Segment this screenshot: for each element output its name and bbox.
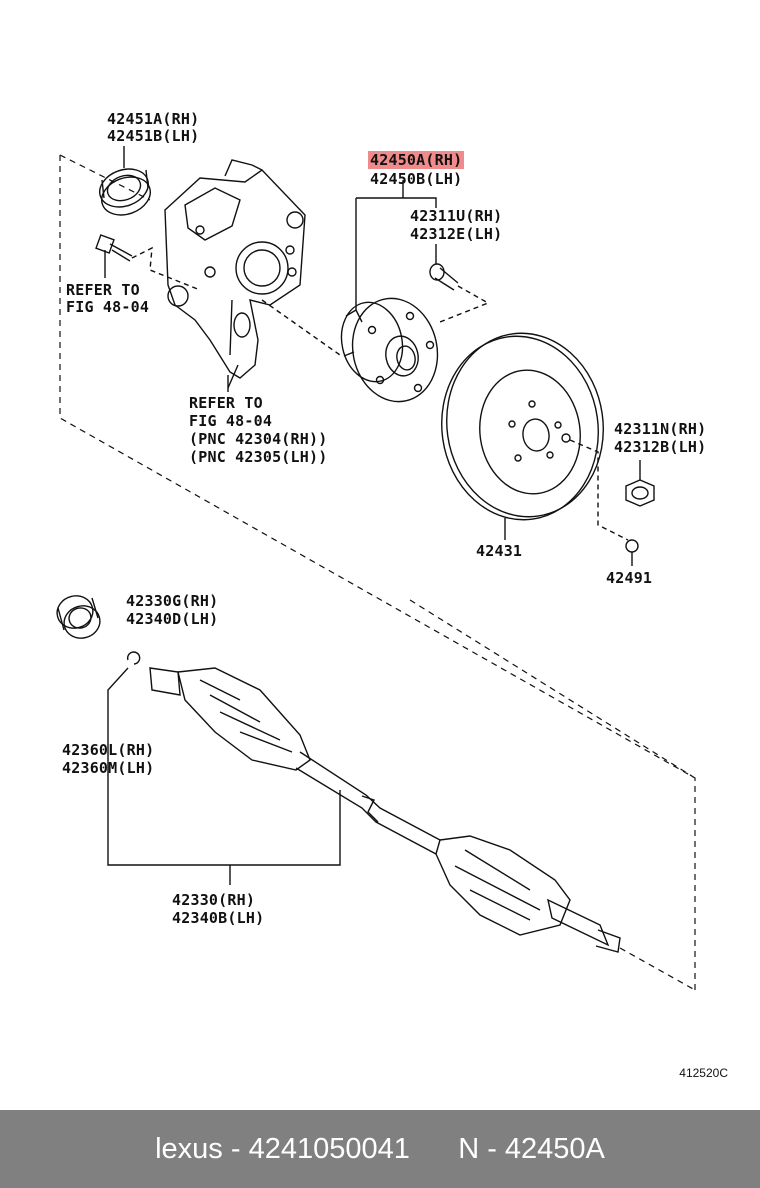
- label-seal-rh[interactable]: 42451A(RH): [107, 110, 200, 128]
- steering-knuckle[interactable]: [165, 160, 305, 388]
- shaft-dashed-guide: [620, 948, 695, 990]
- snap-ring-42360[interactable]: [128, 652, 140, 664]
- leader-shaft: [108, 738, 340, 885]
- label-oil-seal-lh[interactable]: 42340D(LH): [126, 610, 219, 628]
- label-oil-seal-rh[interactable]: 42330G(RH): [126, 592, 219, 610]
- label-bolt-rh[interactable]: 42311U(RH): [410, 207, 503, 225]
- label-hub-rh-highlight: 42450A(RH): [368, 151, 465, 169]
- label-snap-lh[interactable]: 42360M(LH): [62, 759, 155, 777]
- label-bolt-lh[interactable]: 42312E(LH): [410, 225, 503, 243]
- brake-disc-42431[interactable]: [430, 323, 615, 530]
- label-refer-to-1: REFER TO: [66, 281, 140, 299]
- label-hub-lh[interactable]: 42450B(LH): [370, 170, 463, 188]
- drive-shaft-42330[interactable]: [150, 668, 620, 952]
- bolt-dashed-link: [132, 248, 200, 290]
- figure-code: 412520C: [679, 1066, 728, 1080]
- knuckle-dashed-link: [262, 300, 340, 355]
- footer-part-number: 4241050041: [248, 1132, 410, 1165]
- label-seal-lh[interactable]: 42451B(LH): [107, 127, 200, 145]
- label-nut-lh[interactable]: 42312B(LH): [614, 438, 707, 456]
- label-cap[interactable]: 42491: [606, 569, 653, 587]
- label-hub-rh[interactable]: 42450A(RH): [368, 151, 465, 169]
- leader-hub: [356, 180, 436, 310]
- footer-separator: -: [222, 1132, 249, 1165]
- hub-bolt-42311u[interactable]: [430, 264, 458, 290]
- footer-ref: N - 42450A: [458, 1132, 605, 1165]
- parts-diagram: [0, 0, 760, 1110]
- label-pnc-rh[interactable]: (PNC 42304(RH)): [189, 430, 328, 448]
- label-snap-rh[interactable]: 42360L(RH): [62, 741, 155, 759]
- assembly-dashed-outline: [60, 155, 695, 990]
- hub-bolt-dashed-link: [440, 286, 488, 322]
- disc-dashed-link: [570, 440, 628, 540]
- leader-snap: [108, 668, 128, 738]
- oil-seal-42330g[interactable]: [53, 592, 103, 642]
- label-fig-ref-1[interactable]: FIG 48-04: [66, 298, 150, 316]
- label-disc[interactable]: 42431: [476, 542, 523, 560]
- footer-gap: [410, 1133, 458, 1166]
- label-nut-rh[interactable]: 42311N(RH): [614, 420, 707, 438]
- seal-ring-42451[interactable]: [94, 163, 155, 222]
- label-refer-to-2: REFER TO: [189, 394, 263, 412]
- label-shaft-lh[interactable]: 42340B(LH): [172, 909, 265, 927]
- footer-bar: lexus - 4241050041 N - 42450A: [0, 1110, 760, 1188]
- label-pnc-lh[interactable]: (PNC 42305(LH)): [189, 448, 328, 466]
- label-fig-ref-2[interactable]: FIG 48-04: [189, 412, 273, 430]
- hub-nut-42311n[interactable]: [626, 480, 654, 506]
- knuckle-bolt[interactable]: [96, 235, 132, 261]
- footer-brand: lexus: [155, 1132, 223, 1165]
- cap-42491[interactable]: [626, 540, 638, 552]
- hub-bearing-42450[interactable]: [334, 290, 447, 409]
- label-shaft-rh[interactable]: 42330(RH): [172, 891, 256, 909]
